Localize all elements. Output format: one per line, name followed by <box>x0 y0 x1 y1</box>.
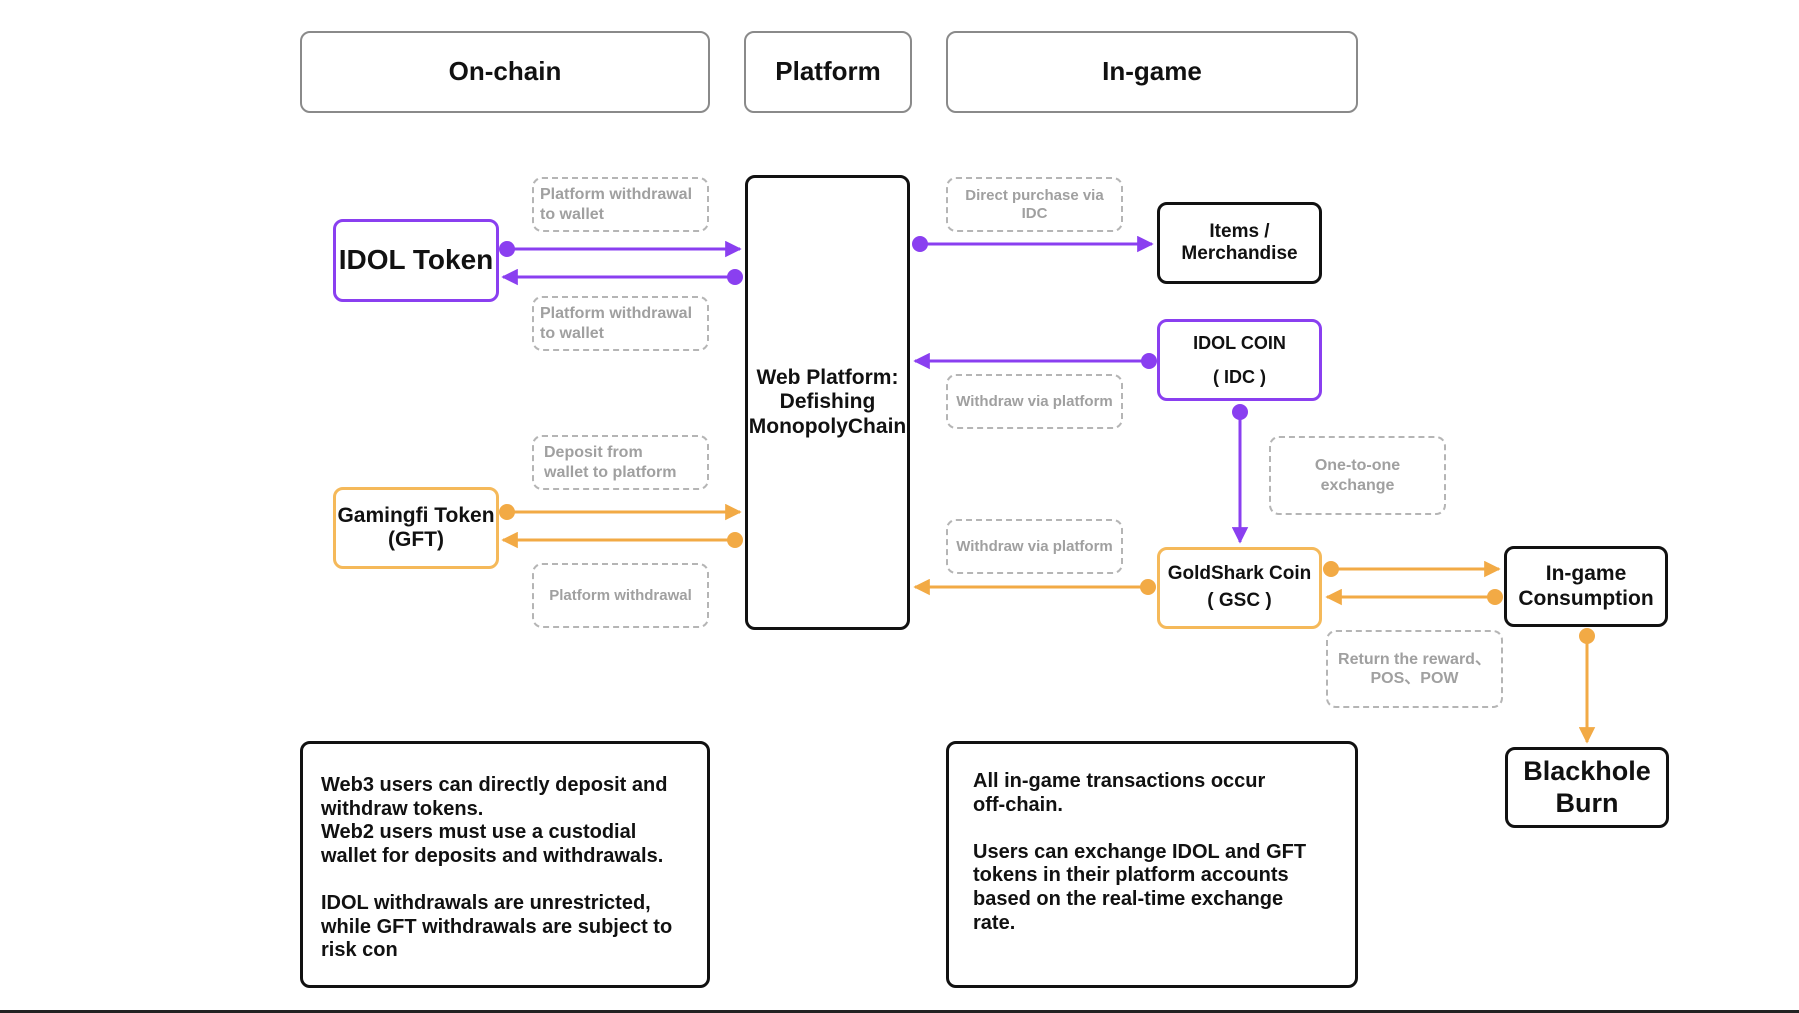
label-idc-withdraw: Withdraw via platform <box>946 374 1123 429</box>
arrow-idc-to-platform <box>913 352 1157 370</box>
note-onchain: Web3 users can directly deposit and with… <box>300 741 710 988</box>
items-merchandise-node: Items / Merchandise <box>1157 202 1322 284</box>
header-onchain: On-chain <box>300 31 710 113</box>
arrow-idol-to-platform <box>499 240 742 258</box>
label-idol-withdraw-bottom: Platform withdrawal to wallet <box>532 296 709 351</box>
header-platform: Platform <box>744 31 912 113</box>
note-ingame: All in-game transactions occur off-chain… <box>946 741 1358 988</box>
arrow-idc-to-gsc <box>1231 404 1249 544</box>
goldshark-coin-node: GoldShark Coin ( GSC ) <box>1157 547 1322 629</box>
label-gsc-withdraw: Withdraw via platform <box>946 519 1123 574</box>
label-direct-purchase: Direct purchase via IDC <box>946 177 1123 232</box>
bottom-divider <box>0 1010 1799 1013</box>
ingame-consumption-node: In-game Consumption <box>1504 546 1668 627</box>
arrow-gft-to-platform <box>499 503 742 521</box>
label-idol-withdraw-top: Platform withdrawal to wallet <box>532 177 709 232</box>
label-one-to-one-exchange: One-to-one exchange <box>1269 436 1446 515</box>
arrow-platform-to-gft <box>501 531 743 549</box>
arrow-gsc-to-platform <box>913 578 1156 596</box>
label-return-reward: Return the reward、 POS、POW <box>1326 630 1503 708</box>
gamingfi-token-node: Gamingfi Token (GFT) <box>333 487 499 569</box>
label-gft-deposit: Deposit from wallet to platform <box>532 435 709 490</box>
arrow-platform-to-idol <box>501 268 743 286</box>
arrow-consumption-to-gsc <box>1325 588 1503 606</box>
arrow-platform-to-items <box>912 235 1154 253</box>
blackhole-burn-node: Blackhole Burn <box>1505 747 1669 828</box>
web-platform-node: Web Platform: Defishing MonopolyChain <box>745 175 910 630</box>
label-gft-withdraw: Platform withdrawal <box>532 563 709 628</box>
idol-coin-node: IDOL COIN ( IDC ) <box>1157 319 1322 401</box>
arrow-consumption-to-blackhole <box>1578 628 1596 744</box>
idol-token-node: IDOL Token <box>333 219 499 302</box>
header-ingame: In-game <box>946 31 1358 113</box>
arrow-gsc-to-consumption <box>1323 560 1501 578</box>
